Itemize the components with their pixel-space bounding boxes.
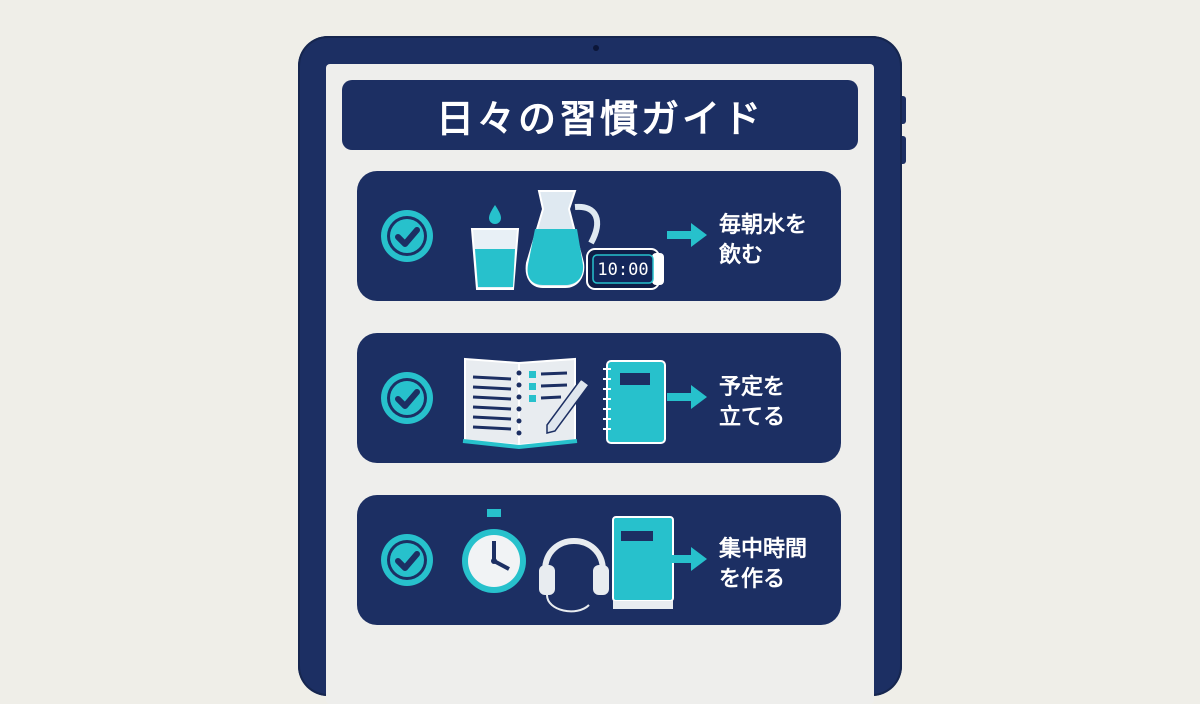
habit-label: 予定を 立てる — [719, 373, 829, 433]
check-icon — [381, 534, 433, 586]
headphones-icon — [539, 538, 609, 613]
habit-label-line1: 予定を — [719, 375, 786, 400]
check-icon — [381, 372, 433, 424]
habit-card-water[interactable]: 10:00 毎朝水を 飲む — [357, 171, 841, 301]
habit-label-line2: を作る — [719, 567, 786, 592]
stopwatch-icon — [462, 509, 526, 593]
habit-label-line1: 毎朝水を — [719, 213, 808, 238]
check-icon — [381, 210, 433, 262]
side-button — [902, 136, 906, 164]
habit-card-focus[interactable]: 集中時間 を作る — [357, 495, 841, 625]
water-drop-icon — [489, 205, 501, 224]
arrow-right-icon — [667, 547, 707, 571]
digital-clock-icon: 10:00 — [586, 248, 664, 290]
arrow-right-icon — [667, 223, 707, 247]
tablet-frame: 日々の習慣ガイド — [298, 36, 906, 704]
open-planner-icon — [462, 357, 578, 450]
habit-label-line2: 立てる — [719, 405, 786, 430]
habit-label-line2: 飲む — [719, 243, 764, 268]
habit-label-line1: 集中時間 — [719, 537, 808, 562]
book-icon — [612, 516, 674, 609]
pen-icon — [546, 377, 591, 434]
water-glass-icon — [470, 228, 520, 290]
focus-icons — [462, 509, 674, 613]
spiral-notebook-icon — [603, 360, 666, 444]
title-banner: 日々の習慣ガイド — [342, 80, 858, 150]
tablet-screen: 日々の習慣ガイド — [326, 64, 874, 704]
planning-icons — [462, 357, 666, 450]
habit-label: 集中時間 を作る — [719, 535, 829, 595]
side-button — [902, 96, 906, 124]
water-pitcher-icon — [525, 190, 601, 288]
habit-card-planning[interactable]: 予定を 立てる — [357, 333, 841, 463]
svg-text:10:00: 10:00 — [597, 260, 648, 280]
habit-label: 毎朝水を 飲む — [719, 211, 829, 271]
arrow-right-icon — [667, 385, 707, 409]
page-title: 日々の習慣ガイド — [435, 96, 764, 141]
camera-icon — [593, 45, 599, 51]
water-icons: 10:00 — [470, 190, 664, 290]
